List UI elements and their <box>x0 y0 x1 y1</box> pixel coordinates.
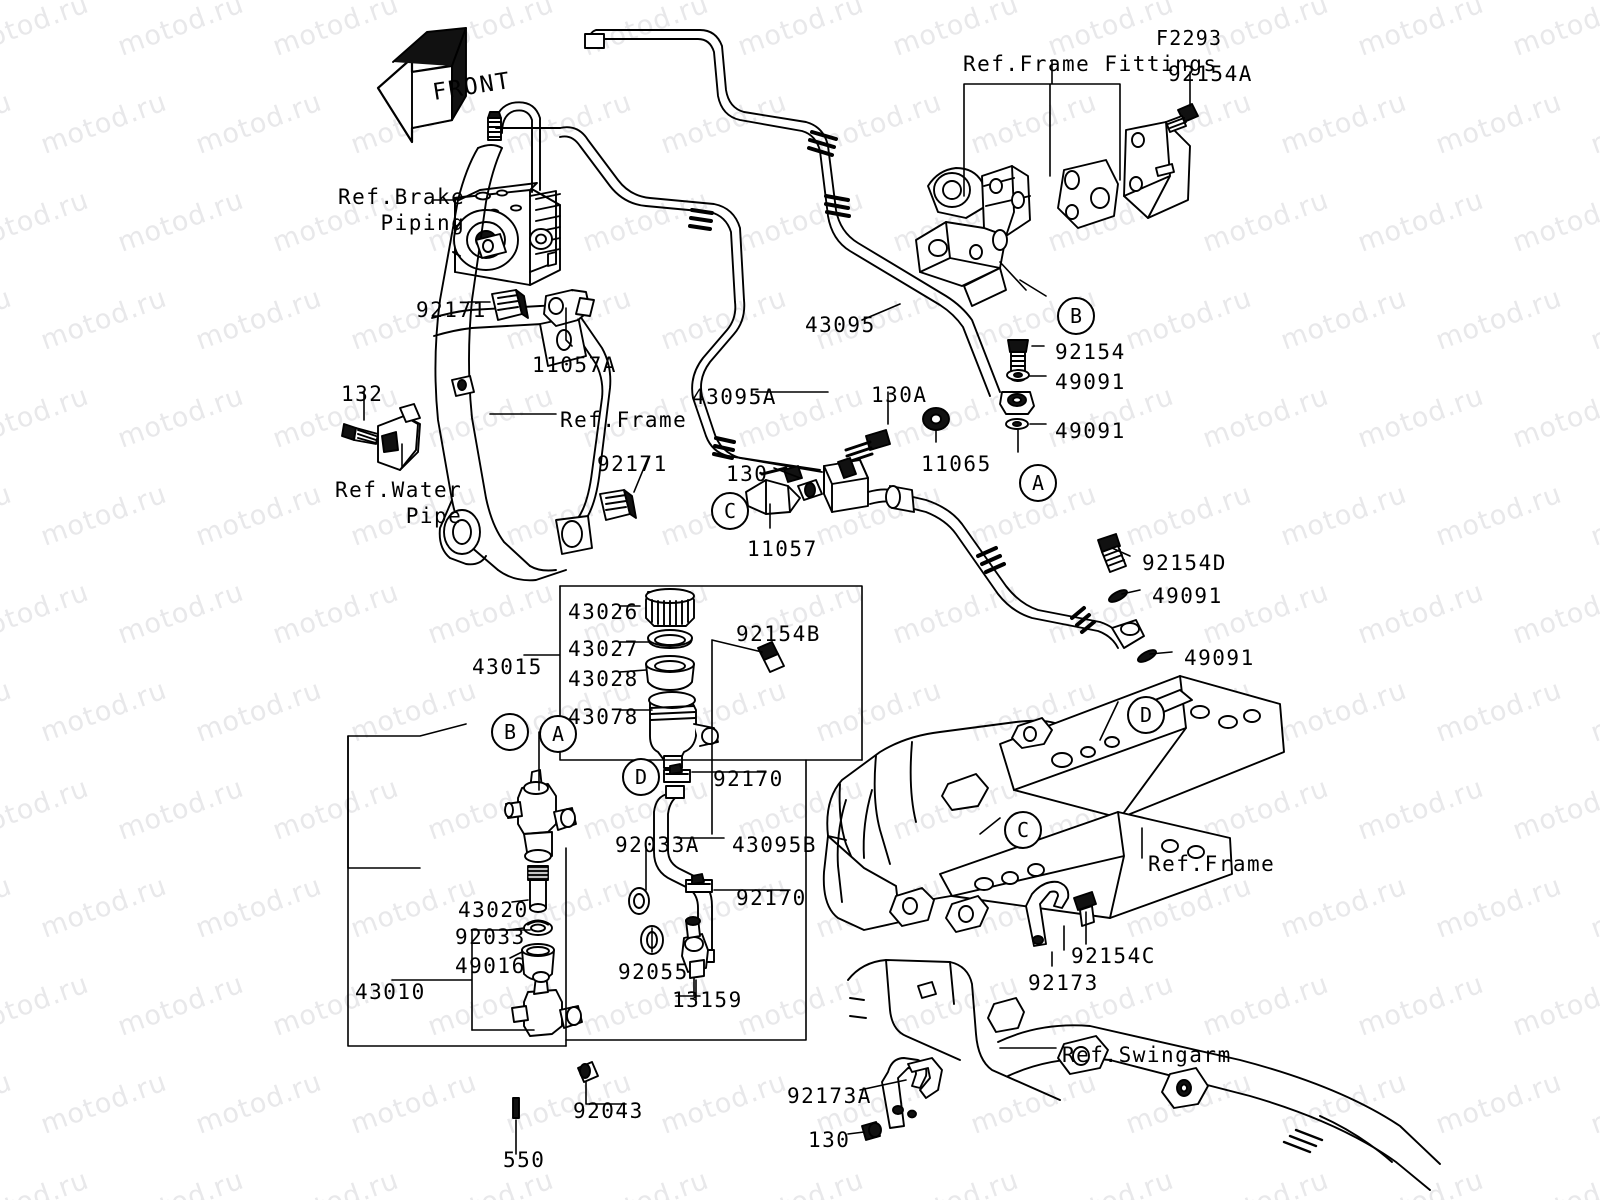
rear-brake-hose <box>867 485 1145 649</box>
reference-marker-a: A <box>1019 464 1057 502</box>
part-callout-92033a: 92033A <box>615 833 700 857</box>
part-callout-92154d: 92154D <box>1142 551 1227 575</box>
callout-line-2: Piping <box>380 210 466 235</box>
water-pipe-bracket <box>377 403 421 471</box>
part-callout-92171: 92171 <box>597 452 668 476</box>
part-callout-92170: 92170 <box>713 767 784 791</box>
part-callout-92154b: 92154B <box>736 622 821 646</box>
part-callout-92154c: 92154C <box>1071 944 1156 968</box>
reference-marker-c: C <box>711 492 749 530</box>
part-callout-43095b: 43095B <box>732 833 817 857</box>
part-callout-130a: 130A <box>871 383 928 407</box>
part-callout-43010: 43010 <box>355 980 426 1004</box>
bolt-132 <box>341 423 379 445</box>
part-callout-132: 132 <box>341 382 384 406</box>
pin-92043 <box>577 1061 599 1083</box>
part-callout-11065: 11065 <box>921 452 992 476</box>
hose-clamp-92170-lower <box>685 873 713 893</box>
part-callout-550: 550 <box>503 1148 546 1172</box>
callout-line-2: Pipe <box>405 503 463 528</box>
master-cylinder-body-lower <box>511 971 583 1037</box>
hose-clamp-92170-upper <box>663 763 691 783</box>
diagram-code: F2293 <box>1156 26 1223 50</box>
clamp-11057A <box>543 289 595 327</box>
part-callout-43015: 43015 <box>472 655 543 679</box>
reference-marker-d: D <box>622 758 660 796</box>
reference-marker-b: B <box>1057 297 1095 335</box>
bolt-130-swingarm <box>861 1121 882 1141</box>
swingarm-assembly <box>847 959 1441 1191</box>
reservoir-plate-43027 <box>647 629 693 649</box>
part-callout-43020: 43020 <box>458 898 529 922</box>
part-callout-refframefittings: Ref.Frame Fittings <box>963 52 1218 76</box>
reservoir-diaphragm-43028 <box>645 655 695 691</box>
part-callout-43026: 43026 <box>568 600 639 624</box>
part-callout-130: 130 <box>808 1128 851 1152</box>
part-callout-13159: 13159 <box>672 988 743 1012</box>
frame-fittings-assembly <box>915 103 1199 307</box>
part-callout-92171: 92171 <box>416 298 487 322</box>
part-callout-43078: 43078 <box>568 705 639 729</box>
reference-marker-b: B <box>491 713 529 751</box>
pipe-junction-block <box>823 407 950 513</box>
part-callout-92173a: 92173A <box>787 1084 872 1108</box>
abs-short-pipe <box>487 101 541 193</box>
reference-marker-a: A <box>539 715 577 753</box>
part-callout-92033: 92033 <box>455 925 526 949</box>
part-callout-92170: 92170 <box>736 886 807 910</box>
part-callout-refframe: Ref.Frame <box>560 408 688 432</box>
joint-13159 <box>681 916 709 979</box>
part-callout-92173: 92173 <box>1028 971 1099 995</box>
part-callout-92154: 92154 <box>1055 340 1126 364</box>
part-callout-11057: 11057 <box>747 537 818 561</box>
grouping-lines <box>347 585 863 1047</box>
part-callout-49091: 49091 <box>1152 584 1223 608</box>
clamp-92173A <box>881 1057 943 1129</box>
part-callout-43095a: 43095A <box>692 385 777 409</box>
part-callout-130: 130 <box>726 462 769 486</box>
piston-43020 <box>527 865 549 913</box>
circlip-92033 <box>523 919 553 936</box>
frame-upper-left <box>431 144 612 582</box>
part-callout-43028: 43028 <box>568 667 639 691</box>
bolt-92154C <box>1073 891 1097 927</box>
oring-92033A <box>628 887 650 915</box>
part-callout-43095: 43095 <box>805 313 876 337</box>
frame-right-assembly <box>822 675 1285 933</box>
part-callout-92055: 92055 <box>618 960 689 984</box>
brake-pipe-43095 <box>584 29 1001 397</box>
part-callout-49091: 49091 <box>1055 370 1126 394</box>
reference-marker-c: C <box>1004 811 1042 849</box>
part-callout-49016: 49016 <box>455 954 526 978</box>
reservoir-cap-43026 <box>645 588 695 627</box>
part-callout-49091: 49091 <box>1055 419 1126 443</box>
reference-marker-d: D <box>1127 696 1165 734</box>
part-callout-refswingarm: Ref.Swingarm <box>1062 1043 1232 1067</box>
banjo-bolt-stack <box>999 339 1035 430</box>
part-callout-49091: 49091 <box>1184 646 1255 670</box>
part-callout-refframe: Ref.Frame <box>1148 852 1276 876</box>
callout-line-1: Ref.Water <box>335 478 463 502</box>
callout-line-1: Ref.Brake <box>338 185 466 209</box>
part-callout-92043: 92043 <box>573 1099 644 1123</box>
leader-lines <box>363 59 1191 1155</box>
reservoir-tank-43078 <box>648 691 719 775</box>
brake-pipe-43095A <box>495 126 823 473</box>
part-callout-43027: 43027 <box>568 637 639 661</box>
hook-clamp-92173 <box>1025 880 1070 947</box>
bolt-92154B <box>757 641 785 673</box>
clamp-11057 <box>745 465 823 515</box>
grommet-92171-lower <box>599 489 637 521</box>
grommet-92171-upper <box>491 289 529 321</box>
cotter-pin-550 <box>512 1097 520 1119</box>
part-callout-92154a: 92154A <box>1168 62 1253 86</box>
part-callout-11057a: 11057A <box>532 353 617 377</box>
